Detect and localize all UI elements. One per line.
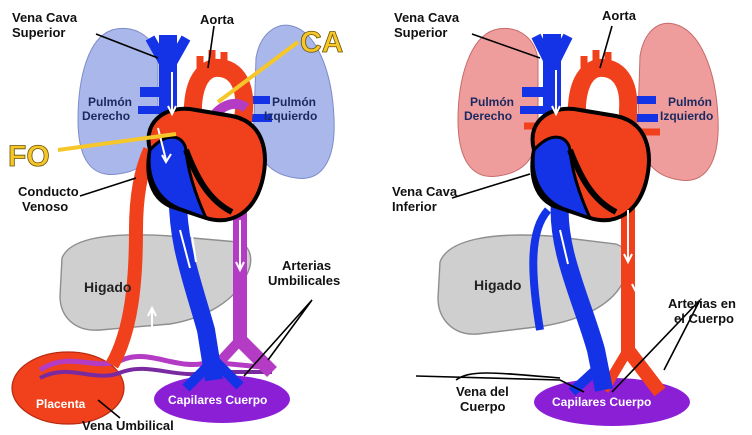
body-vein-label: Vena del Cuerpo	[456, 384, 512, 414]
svc-label-adult: Vena Cava Superior	[394, 10, 463, 40]
adult-panel: Vena Cava Superior Aorta Pulmón Derecho …	[392, 8, 740, 426]
umbilical-arteries-label: Arterias Umbilicales	[268, 258, 340, 288]
left-lung-label-fetal: Pulmón Izquierdo	[264, 95, 319, 123]
right-lung-label-adult: Pulmón Derecho	[464, 95, 517, 123]
liver-label-adult: Higado	[474, 277, 521, 293]
ca-label: CA	[300, 26, 343, 59]
capillaries-label-adult: Capilares Cuerpo	[552, 395, 651, 409]
body-arteries-label: Arterias en el Cuerpo	[668, 296, 740, 326]
fo-label: FO	[8, 140, 50, 173]
right-lung-label-fetal: Pulmón Derecho	[82, 95, 135, 123]
capillaries-label-fetal: Capilares Cuerpo	[168, 393, 267, 407]
aorta-label-fetal: Aorta	[200, 12, 235, 27]
left-lung-label-adult: Pulmón Izquierdo	[660, 95, 715, 123]
fetal-panel: CA FO Vena Cava Superior Aorta Pulmón De…	[8, 10, 343, 433]
umbilical-vein-label: Vena Umbilical	[82, 418, 174, 433]
ivc-label-adult: Vena Cava Inferior	[392, 184, 461, 214]
ductus-venosus-label: Conducto Venoso	[18, 184, 82, 214]
placenta-label: Placenta	[36, 397, 86, 411]
svc-label-fetal: Vena Cava Superior	[12, 10, 81, 40]
aorta-label-adult: Aorta	[602, 8, 637, 23]
liver-label-fetal: Higado	[84, 279, 131, 295]
